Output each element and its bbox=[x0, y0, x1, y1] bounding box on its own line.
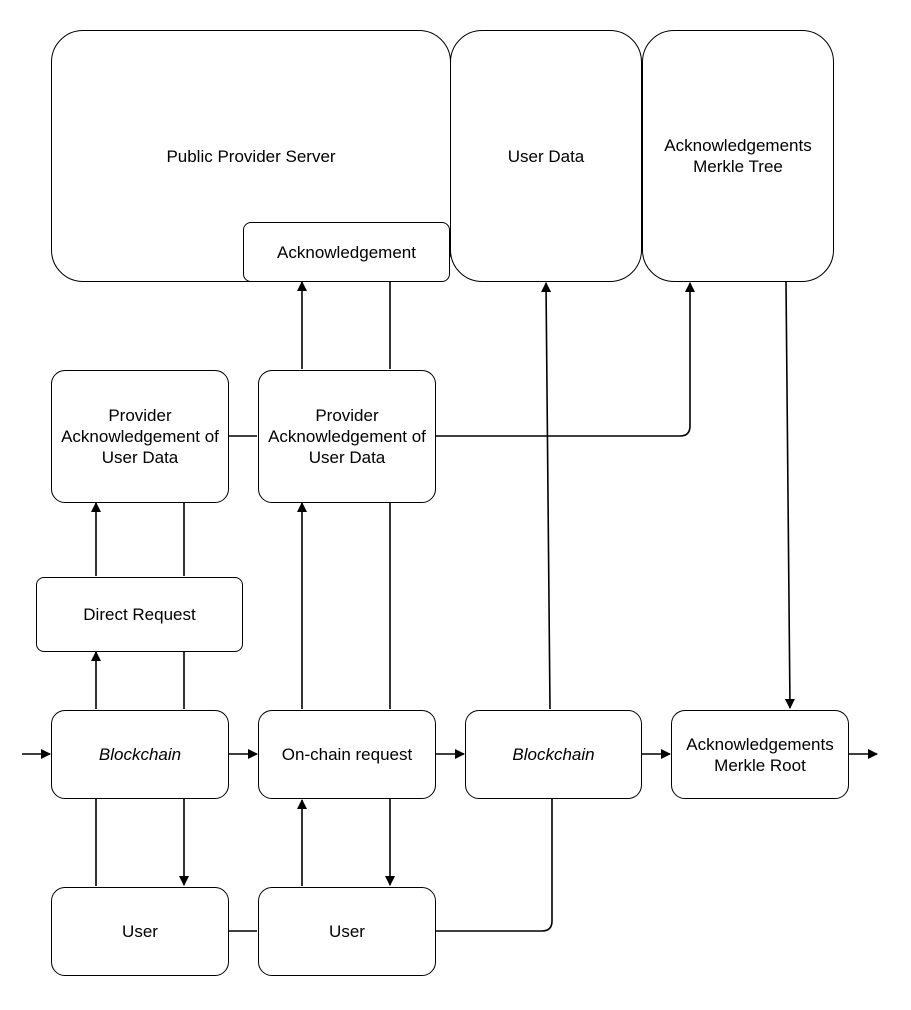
user-data-label: User Data bbox=[507, 147, 585, 166]
blockchain-left-label: Blockchain bbox=[98, 745, 182, 764]
direct-request-label: Direct Request bbox=[83, 605, 196, 624]
blockchain-left-box: Blockchain bbox=[51, 710, 229, 799]
ack-merkle-root-label: Acknowledgements Merkle Root bbox=[686, 734, 834, 775]
direct-request-box: Direct Request bbox=[36, 577, 243, 652]
blockchain-right-box: Blockchain bbox=[465, 710, 642, 799]
ack-merkle-root-box: Acknowledgements Merkle Root bbox=[671, 710, 849, 799]
ack-merkle-tree-label: Acknowledgements Merkle Tree bbox=[664, 136, 812, 176]
blockchain-right-label: Blockchain bbox=[512, 745, 595, 764]
acknowledgement-box: Acknowledgement bbox=[243, 222, 450, 282]
user-left-box: User bbox=[51, 887, 229, 976]
acknowledgement-label: Acknowledgement bbox=[277, 242, 416, 262]
user-right-box: User bbox=[258, 887, 436, 976]
user-right-label: User bbox=[329, 922, 365, 941]
user-data-box: User Data bbox=[450, 30, 642, 282]
onchain-request-box: On-chain request bbox=[258, 710, 436, 799]
ack-merkle-tree-box: Acknowledgements Merkle Tree bbox=[642, 30, 834, 282]
blockchain-to-user-data-arrow bbox=[541, 282, 552, 710]
provider-ack-right-box: Provider Acknowledgement of User Data bbox=[258, 370, 436, 503]
public-provider-server-label: Public Provider Server bbox=[166, 147, 336, 166]
onchain-request-label: On-chain request bbox=[281, 745, 413, 764]
provider-ack-left-label: Provider Acknowledgement of User Data bbox=[61, 406, 219, 467]
user-left-label: User bbox=[122, 922, 158, 941]
user-to-blockchain-line bbox=[435, 799, 553, 932]
ack-to-merkle-tree-arrow bbox=[435, 282, 695, 437]
merkle-tree-to-root-arrow bbox=[784, 281, 795, 709]
provider-ack-left-box: Provider Acknowledgement of User Data bbox=[51, 370, 229, 503]
provider-ack-right-label: Provider Acknowledgement of User Data bbox=[268, 406, 426, 467]
